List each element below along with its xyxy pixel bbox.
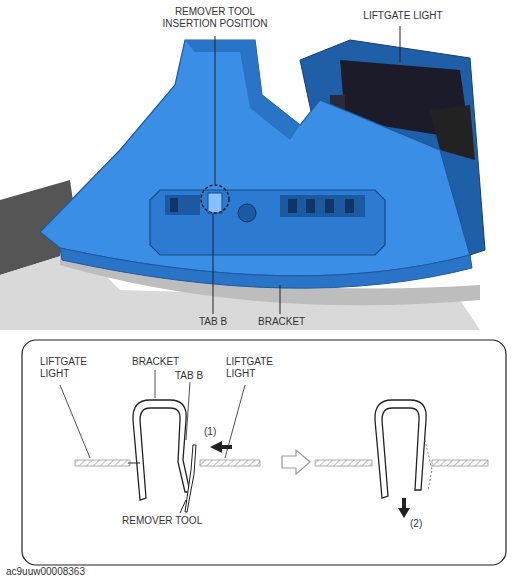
part-label: LIFTGATE LIGHT [226,356,276,380]
callout-label: REMOVER TOOL INSERTION POSITION [150,6,280,30]
part-label: LIFTGATE LIGHT [40,356,90,380]
part-label: TAB B [188,316,238,328]
figure-code: ac9uuw00008363 [6,566,126,578]
part-label: REMOVER TOOL [122,515,222,527]
part-label: BRACKET [132,356,192,368]
part-label: TAB B [175,370,215,382]
part-label: LIFTGATE LIGHT [358,10,448,22]
callout-number: (1) [204,426,228,438]
part-label: BRACKET [258,316,318,328]
callout-number: (2) [410,518,434,530]
